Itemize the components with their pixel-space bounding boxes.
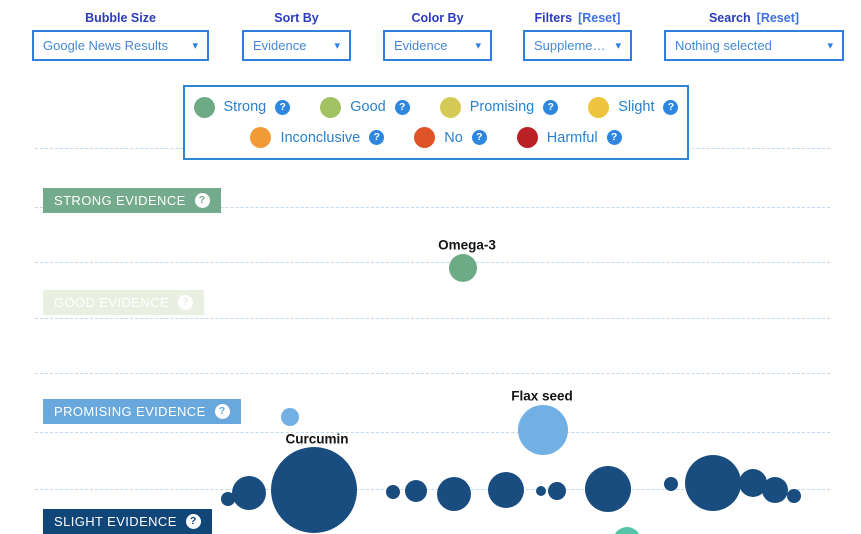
- bubble[interactable]: [613, 527, 641, 534]
- inconclusive-dot-icon: [250, 127, 272, 149]
- slight-dot-icon: [588, 96, 610, 118]
- help-icon[interactable]: ?: [214, 404, 230, 419]
- search-label: Search: [708, 11, 751, 25]
- bubble-omega-3[interactable]: [449, 254, 477, 282]
- bubble[interactable]: [221, 492, 235, 506]
- slight-evidence-band: SLIGHT EVIDENCE ?: [43, 509, 212, 534]
- strong-dot-icon: [193, 96, 215, 118]
- legend-item-promising: Promising ?: [439, 96, 559, 118]
- band-label: PROMISING EVIDENCE: [54, 404, 206, 419]
- bubble-size-dropdown[interactable]: Google News Results ▾: [32, 30, 209, 61]
- bubble[interactable]: [281, 408, 299, 426]
- sort-by-dropdown[interactable]: Evidence ▾: [242, 30, 351, 61]
- legend-label: Inconclusive: [280, 129, 361, 146]
- filters-control: Filters [Reset] Suppleme… ▾: [523, 0, 632, 61]
- legend-label: Good: [350, 99, 386, 116]
- bubble-size-control: Bubble Size Google News Results ▾: [32, 0, 209, 61]
- help-icon[interactable]: ?: [471, 130, 487, 146]
- filters-dropdown[interactable]: Suppleme… ▾: [523, 30, 632, 61]
- good-evidence-band: GOOD EVIDENCE ?: [43, 290, 204, 315]
- filters-reset-link[interactable]: [Reset]: [578, 11, 621, 25]
- color-by-label: Color By: [411, 11, 464, 25]
- bubble-size-label: Bubble Size: [85, 11, 156, 25]
- bubble-curcumin[interactable]: [271, 447, 357, 533]
- bubble[interactable]: [548, 482, 566, 500]
- sort-by-value: Evidence: [253, 38, 307, 53]
- filters-value: Suppleme…: [534, 38, 606, 53]
- color-by-control: Color By Evidence ▾: [383, 0, 492, 61]
- evidence-gridline: [35, 373, 830, 374]
- evidence-legend: Strong ? Good ? Promising ? Slight ?: [183, 85, 689, 160]
- legend-item-harmful: Harmful ?: [516, 127, 622, 149]
- legend-item-slight: Slight ?: [588, 96, 679, 118]
- search-control: Search [Reset] Nothing selected ▾: [664, 0, 844, 61]
- legend-label: Slight: [618, 99, 655, 116]
- bubble-flax-seed[interactable]: [518, 405, 568, 455]
- bubble-label: Flax seed: [511, 388, 573, 404]
- bubble[interactable]: [405, 480, 427, 502]
- chevron-down-icon: ▾: [475, 40, 481, 52]
- help-icon[interactable]: ?: [543, 99, 559, 115]
- good-dot-icon: [320, 96, 342, 118]
- legend-label: Promising: [469, 99, 535, 116]
- sort-by-label: Sort By: [274, 11, 319, 25]
- legend-row-1: Strong ? Good ? Promising ? Slight ?: [185, 96, 687, 118]
- bubble[interactable]: [536, 486, 546, 496]
- band-label: SLIGHT EVIDENCE: [54, 514, 177, 529]
- bubble[interactable]: [685, 455, 741, 511]
- bubble[interactable]: [787, 489, 801, 503]
- evidence-gridline: [35, 432, 830, 433]
- promising-dot-icon: [439, 96, 461, 118]
- legend-row-2: Inconclusive ? No ? Harmful ?: [185, 127, 687, 149]
- legend-label: No: [444, 129, 463, 146]
- no-dot-icon: [414, 127, 436, 149]
- band-label: GOOD EVIDENCE: [54, 295, 169, 310]
- chevron-down-icon: ▾: [334, 40, 340, 52]
- legend-item-strong: Strong ?: [193, 96, 291, 118]
- bubble[interactable]: [386, 485, 400, 499]
- harmful-dot-icon: [516, 127, 538, 149]
- chevron-down-icon: ▾: [192, 40, 198, 52]
- sort-by-control: Sort By Evidence ▾: [242, 0, 351, 61]
- search-dropdown[interactable]: Nothing selected ▾: [664, 30, 844, 61]
- filters-label: Filters: [534, 11, 573, 25]
- help-icon[interactable]: ?: [394, 99, 410, 115]
- legend-item-inconclusive: Inconclusive ?: [250, 127, 385, 149]
- legend-label: Harmful: [546, 129, 598, 146]
- evidence-gridline: [35, 318, 830, 319]
- bubble[interactable]: [232, 476, 266, 510]
- evidence-gridline: [35, 489, 830, 490]
- help-icon[interactable]: ?: [178, 295, 193, 310]
- help-icon[interactable]: ?: [369, 130, 385, 146]
- bubble-label: Curcumin: [285, 431, 349, 447]
- bubble-label: Omega-3: [438, 237, 496, 253]
- search-reset-link[interactable]: [Reset]: [756, 11, 800, 25]
- chevron-down-icon: ▾: [827, 40, 833, 52]
- color-by-dropdown[interactable]: Evidence ▾: [383, 30, 492, 61]
- search-value: Nothing selected: [675, 38, 772, 53]
- promising-evidence-band: PROMISING EVIDENCE ?: [43, 399, 241, 424]
- bubble[interactable]: [488, 472, 524, 508]
- legend-item-no: No ?: [414, 127, 487, 149]
- legend-item-good: Good ?: [320, 96, 410, 118]
- help-icon[interactable]: ?: [606, 130, 622, 146]
- bubble[interactable]: [585, 466, 631, 512]
- bubble-size-value: Google News Results: [43, 38, 168, 53]
- chevron-down-icon: ▾: [615, 40, 621, 52]
- help-icon[interactable]: ?: [194, 193, 210, 208]
- evidence-gridline: [35, 207, 830, 208]
- legend-label: Strong: [223, 99, 267, 116]
- help-icon[interactable]: ?: [275, 99, 291, 115]
- evidence-gridline: [35, 262, 830, 263]
- bubble[interactable]: [437, 477, 471, 511]
- bubble[interactable]: [664, 477, 678, 491]
- color-by-value: Evidence: [394, 38, 448, 53]
- strong-evidence-band: STRONG EVIDENCE ?: [43, 188, 221, 213]
- help-icon[interactable]: ?: [663, 99, 679, 115]
- controls-bar: Bubble Size Google News Results ▾ Sort B…: [0, 0, 861, 72]
- bubble[interactable]: [762, 477, 788, 503]
- band-label: STRONG EVIDENCE: [54, 193, 186, 208]
- help-icon[interactable]: ?: [185, 514, 201, 529]
